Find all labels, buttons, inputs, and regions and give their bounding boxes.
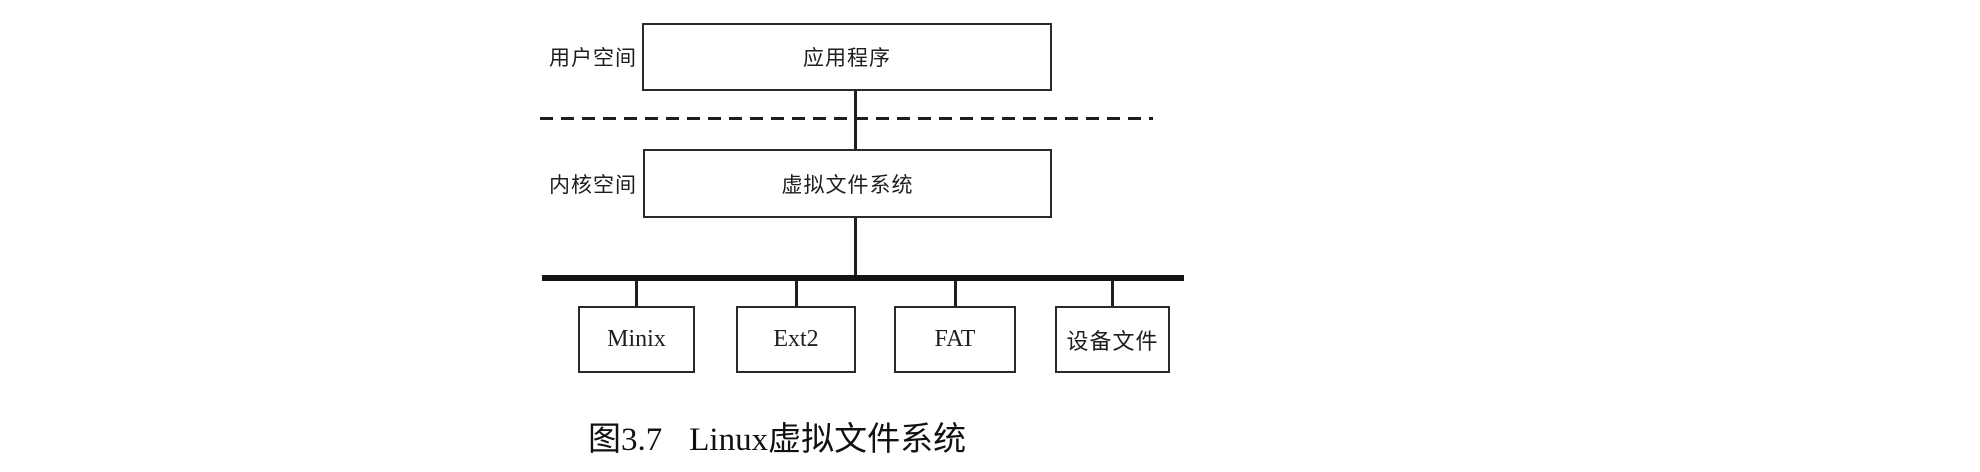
figure-caption-title: Linux虚拟文件系统	[689, 422, 967, 458]
user-kernel-boundary-line	[540, 117, 1153, 120]
virtual-file-system-box: 虚拟文件系统	[643, 149, 1052, 218]
user-space-label: 用户空间	[549, 46, 637, 70]
application-box: 应用程序	[642, 23, 1052, 91]
figure-caption-number: 图3.7	[588, 422, 663, 458]
connector-vfs-bus	[854, 218, 857, 275]
filesystem-box-device-files: 设备文件	[1055, 306, 1170, 373]
connector-bus-fat	[954, 281, 957, 306]
kernel-space-label: 内核空间	[549, 172, 637, 197]
connector-application-vfs	[854, 91, 857, 149]
figure-caption: 图3.7 Linux虚拟文件系统	[588, 412, 966, 460]
connector-bus-minix	[635, 281, 638, 306]
filesystem-box-ext2: Ext2	[736, 306, 856, 373]
filesystem-bus-line	[542, 275, 1184, 281]
filesystem-box-minix: Minix	[578, 306, 695, 373]
filesystem-box-fat: FAT	[894, 306, 1016, 373]
connector-bus-device-files	[1111, 281, 1114, 306]
connector-bus-ext2	[795, 281, 798, 306]
